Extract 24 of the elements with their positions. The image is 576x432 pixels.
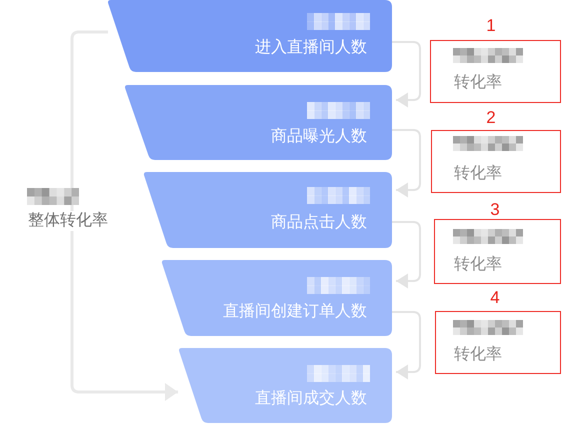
band-label: 商品曝光人数 bbox=[271, 128, 367, 146]
callout-number: 1 bbox=[485, 16, 497, 36]
funnel-band bbox=[143, 172, 392, 248]
rate-label: 转化率 bbox=[454, 165, 502, 183]
bracket-arrow bbox=[392, 311, 421, 380]
rate-label: 转化率 bbox=[454, 74, 502, 92]
callout-number: 2 bbox=[485, 108, 497, 128]
callout-number: 4 bbox=[489, 288, 501, 308]
edge-label: 整体转化率 bbox=[27, 211, 109, 231]
callout-number: 3 bbox=[489, 200, 501, 220]
funnel-band bbox=[107, 0, 392, 72]
funnel-band bbox=[124, 85, 392, 160]
funnel-band bbox=[161, 260, 392, 336]
bracket-arrow bbox=[392, 221, 421, 288]
rate-label: 转化率 bbox=[454, 346, 502, 364]
band-label: 直播间创建订单人数 bbox=[223, 303, 367, 321]
funnel-band bbox=[178, 348, 392, 423]
band-label: 进入直播间人数 bbox=[255, 39, 367, 57]
bracket-arrow bbox=[392, 41, 421, 108]
rate-label: 转化率 bbox=[454, 256, 502, 274]
band-label: 直播间成交人数 bbox=[255, 390, 367, 408]
bracket-arrow bbox=[392, 129, 421, 198]
arrow bbox=[70, 30, 178, 401]
band-label: 商品点击人数 bbox=[271, 214, 367, 232]
